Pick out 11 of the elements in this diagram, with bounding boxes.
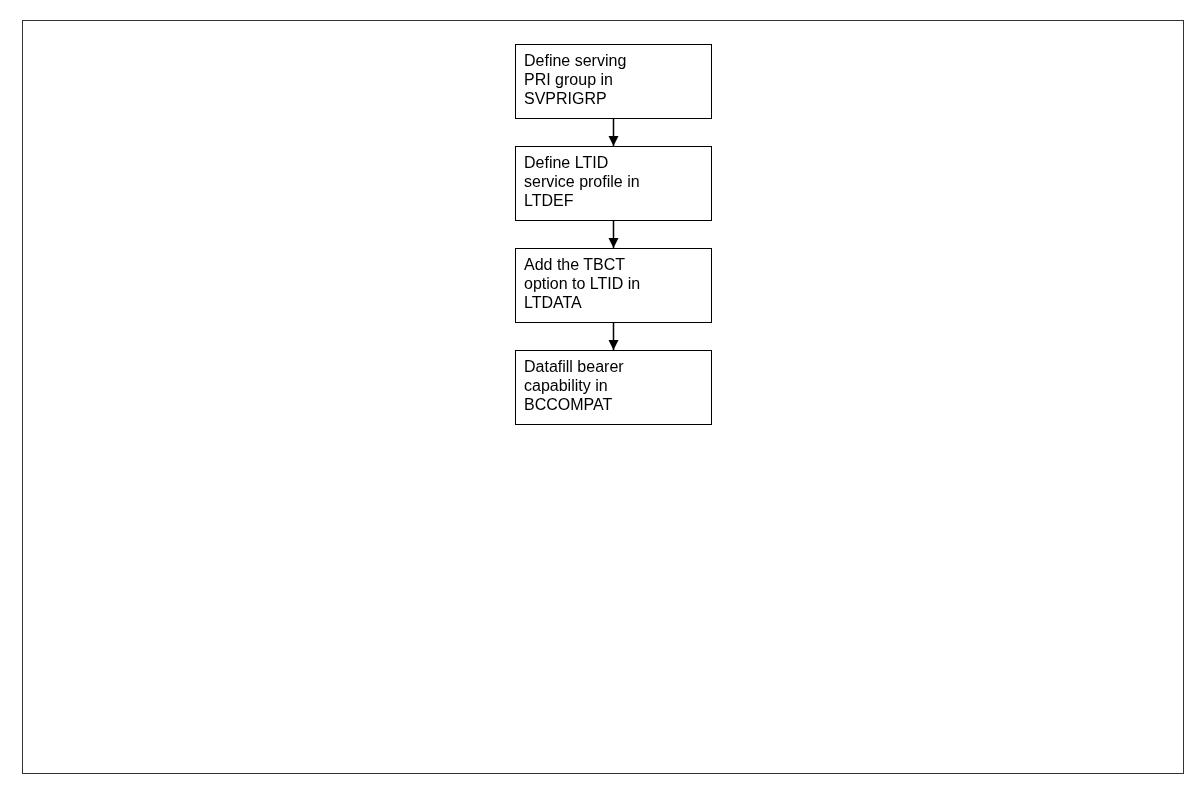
process-box [515,146,712,221]
process-box [515,44,712,119]
step-text: Define serving PRI group in SVPRIGRP [524,51,628,108]
step-text: Add the TBCT option to LTID in LTDATA [524,255,642,312]
arrow [608,118,619,147]
step-text: Datafill bearer capability in BCCOMPAT [524,357,625,414]
process-box [515,248,712,323]
process-box [515,350,712,425]
arrow [608,220,619,249]
arrow [608,322,619,351]
step-text: Define LTID service profile in LTDEF [524,153,641,210]
